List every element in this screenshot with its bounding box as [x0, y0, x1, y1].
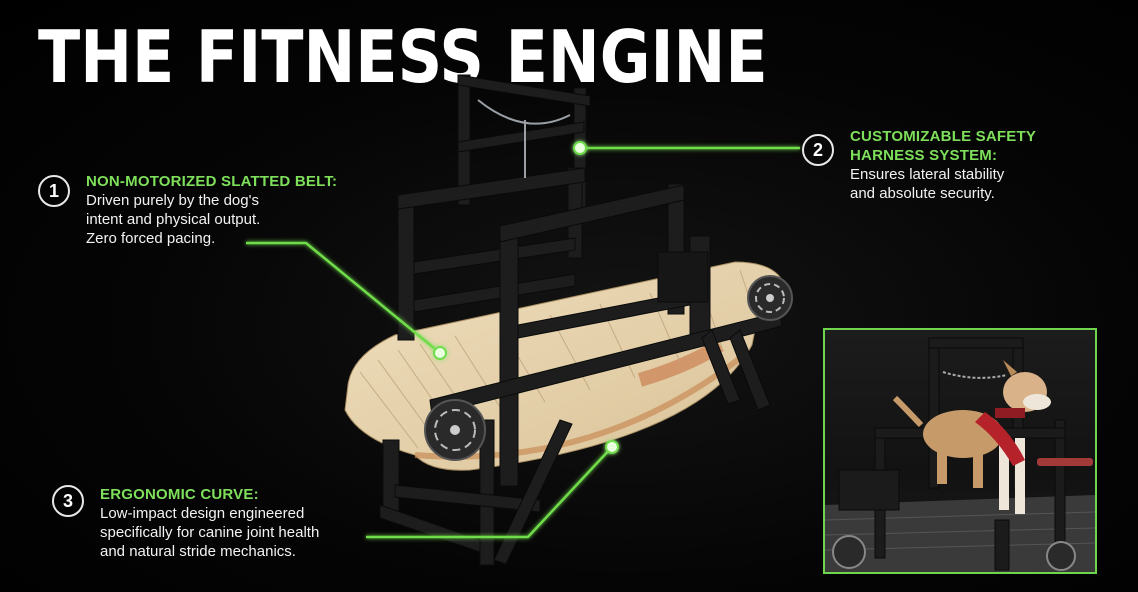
callout-body-1: Driven purely by the dog's intent and ph… [86, 192, 261, 247]
callout-number-3: 3 [52, 485, 84, 517]
callout-heading-2b: HARNESS SYSTEM: [850, 147, 998, 164]
callout-number-1: 1 [38, 175, 70, 207]
connector-line-3 [366, 446, 613, 539]
connector-dots [433, 141, 619, 454]
harness-chain [477, 99, 571, 178]
connector-dot-3 [605, 440, 619, 454]
callout-body-3: Low-impact design engineered specificall… [100, 505, 320, 560]
connector-dot-1 [433, 346, 447, 360]
page-title: THE FITNESS ENGINE [38, 15, 768, 99]
callout-number-2: 2 [802, 134, 834, 166]
rear-wheel [424, 399, 486, 461]
connector-dot-2 [573, 141, 587, 155]
connector-lines [246, 146, 800, 539]
connector-line-1 [246, 241, 441, 354]
dog-on-treadmill-image [825, 337, 1095, 572]
callout-heading-2a: CUSTOMIZABLE SAFETY [850, 128, 1037, 145]
callout-body-2: Ensures lateral stability and absolute s… [850, 166, 1005, 202]
callout-heading-1: NON-MOTORIZED SLATTED BELT: [86, 173, 338, 190]
callout-heading-3: ERGONOMIC CURVE: [100, 486, 259, 503]
dog [892, 360, 1051, 514]
inset-photo-frame [823, 328, 1097, 574]
front-wheel [747, 275, 793, 321]
steel-frame [379, 74, 783, 566]
